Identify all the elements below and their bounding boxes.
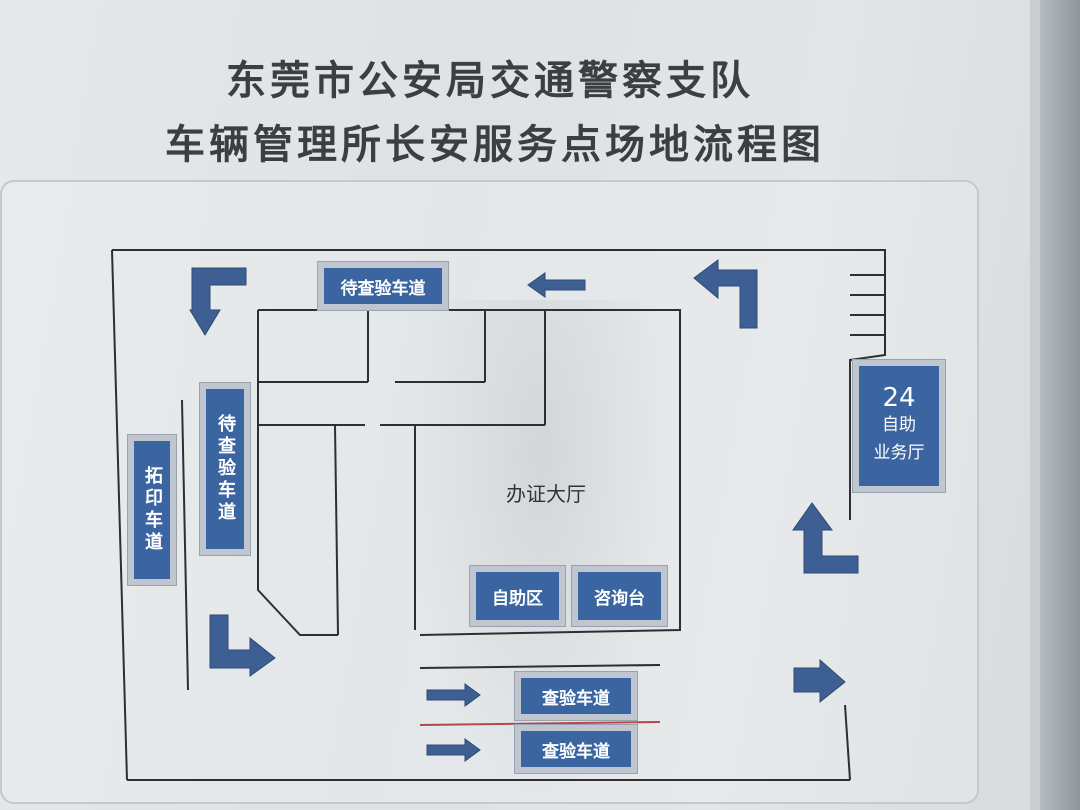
arrow-left-icon (527, 272, 586, 298)
window-frame (1040, 0, 1080, 810)
outer-boundary-left (111, 249, 128, 781)
inspection-lane-2-label: 查验车道 (515, 725, 637, 773)
title-line-2: 车辆管理所长安服务点场地流程图 (165, 122, 825, 168)
waiting-lane-left-text: 待查验车道 (215, 414, 236, 524)
info-desk-label: 咨询台 (572, 566, 667, 626)
hall-24h-line2: 自助 (882, 415, 916, 435)
arrow-turn-right-icon (209, 614, 276, 677)
inspection-lane-1-text: 查验车道 (542, 688, 610, 709)
arrow-turn-down-icon (189, 267, 247, 336)
arrow-turn-left-icon (693, 259, 758, 329)
rubbing-lane-label: 拓印车道 (128, 435, 176, 585)
title-line-1: 东莞市公安局交通警察支队 (226, 58, 754, 104)
window-frame-inner (1030, 0, 1040, 810)
arrow-right-icon (426, 683, 481, 707)
hall-24h-number: 24 (882, 383, 916, 413)
outer-boundary-right-lower (844, 704, 851, 781)
arrow-turn-up-icon (792, 502, 859, 574)
inspection-lane-2-text: 查验车道 (542, 741, 610, 762)
arrow-right-icon (426, 738, 481, 762)
lane-divider (419, 721, 661, 726)
interior-wall (334, 424, 339, 636)
rubbing-lane-text: 拓印车道 (142, 466, 163, 554)
self-service-area-text: 自助区 (492, 588, 543, 609)
self-service-area-label: 自助区 (470, 566, 565, 626)
hall-24h-label: 24 自助 业务厅 (853, 360, 945, 492)
inspection-lane-1-label: 查验车道 (515, 672, 637, 720)
info-desk-text: 咨询台 (594, 588, 645, 609)
outer-boundary (112, 249, 886, 520)
building-outline (258, 309, 681, 636)
lane-line-bottom (419, 664, 661, 669)
hall-24h-line3: 业务厅 (873, 443, 925, 463)
lane-line-left (181, 399, 189, 691)
waiting-lane-top-text: 待查验车道 (340, 278, 426, 299)
waiting-lane-left-label: 待查验车道 (200, 383, 250, 555)
arrow-right-icon (793, 658, 846, 704)
waiting-lane-top-label: 待查验车道 (318, 262, 448, 310)
building-left-wall (257, 310, 338, 636)
hall-label: 办证大厅 (506, 482, 586, 506)
